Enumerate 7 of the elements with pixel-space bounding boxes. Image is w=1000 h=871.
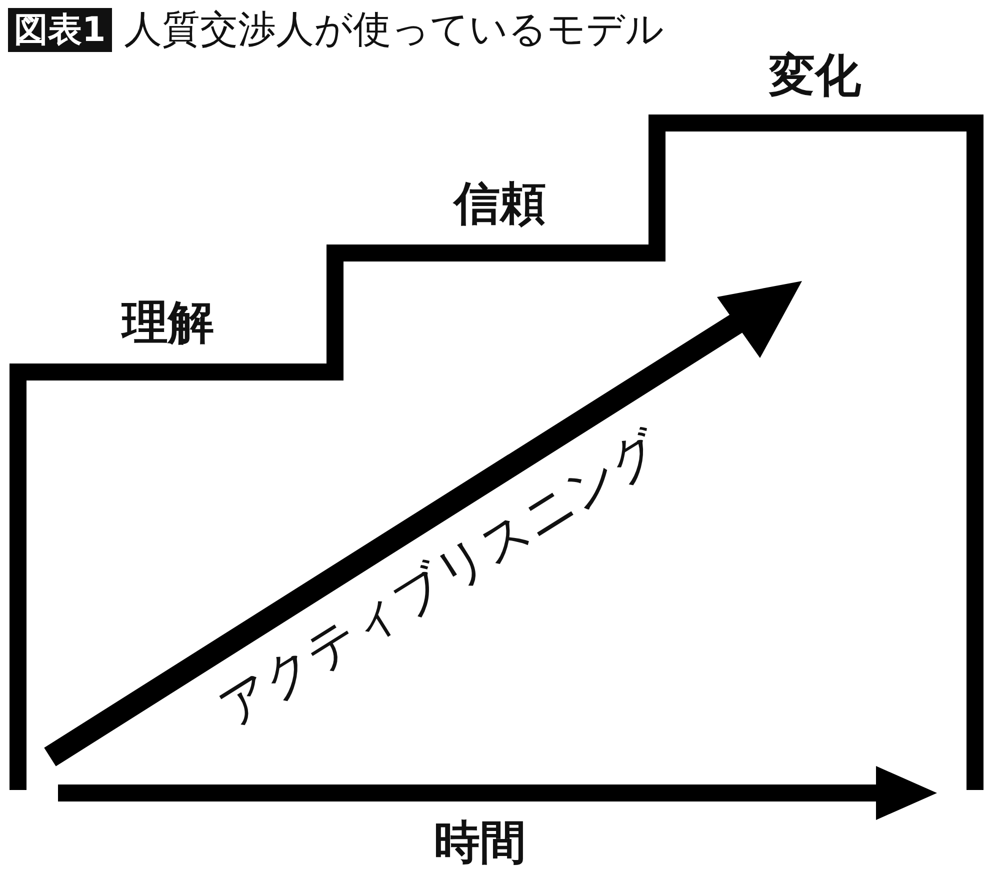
arrow-label: アクティブリスニング <box>210 422 670 734</box>
figure-badge: 図表1 <box>8 8 112 52</box>
axis-label: 時間 <box>434 819 526 865</box>
step-label: 理解 <box>122 299 214 345</box>
title: 人質交渉人が使っているモデル <box>124 10 664 48</box>
step-label: 変化 <box>769 52 861 98</box>
step-label: 信頼 <box>454 180 546 226</box>
